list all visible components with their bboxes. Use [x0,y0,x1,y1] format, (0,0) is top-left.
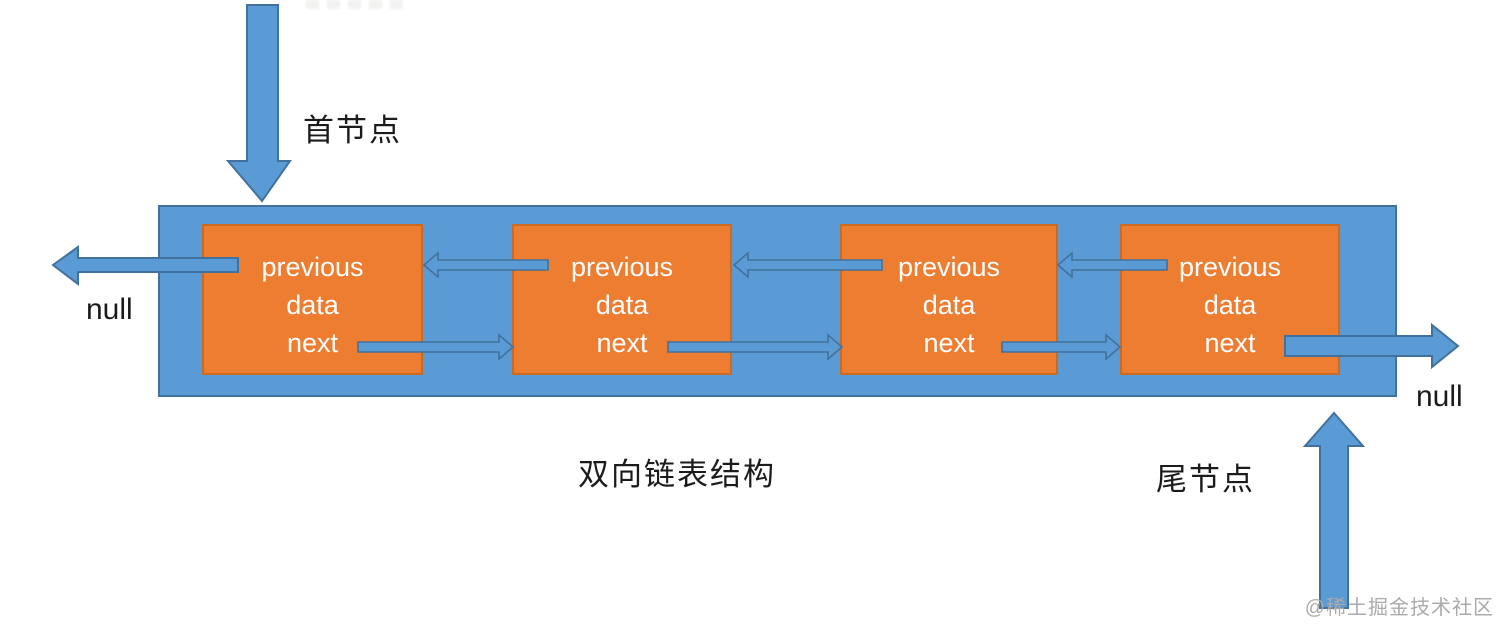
prev-link-node3-to-node2-icon [732,251,883,279]
node-field-data: data [286,290,339,320]
tail-node-label: 尾节点 [1156,462,1255,497]
node-field-next: next [286,328,339,358]
node-field-previous: previous [570,252,674,282]
next-link-node2-to-node3-icon [667,333,844,361]
cutoff-text-fragment [306,0,406,9]
node-field-next: next [596,328,648,358]
null-label-right: null [1416,380,1463,413]
prev-link-node4-to-node3-icon [1056,251,1168,279]
null-pointer-arrow-left-icon [51,245,239,287]
node-field-data: data [922,290,976,320]
head-pointer-arrow-icon [225,4,292,203]
node-field-next: next [1204,328,1256,358]
list-node-2: previous data next [512,224,732,375]
diagram-caption: 双向链表结构 [578,457,776,492]
head-node-label: 首节点 [303,113,402,148]
list-node-1: previous data next [202,224,423,375]
node-field-data: data [1203,290,1257,320]
prev-link-node2-to-node1-icon [422,251,549,279]
node-field-previous: previous [1178,252,1282,282]
node-field-next: next [923,328,975,358]
null-pointer-arrow-right-icon [1284,322,1460,370]
node-field-data: data [595,290,649,320]
tail-pointer-arrow-icon [1302,411,1366,609]
watermark-text: @稀土掘金技术社区 [1304,597,1494,619]
next-link-node1-to-node2-icon [357,333,515,361]
node-field-previous: previous [261,252,364,282]
null-label-left: null [86,293,133,326]
list-node-3: previous data next [840,224,1058,375]
next-link-node3-to-node4-icon [1001,333,1122,361]
node-field-previous: previous [897,252,1001,282]
